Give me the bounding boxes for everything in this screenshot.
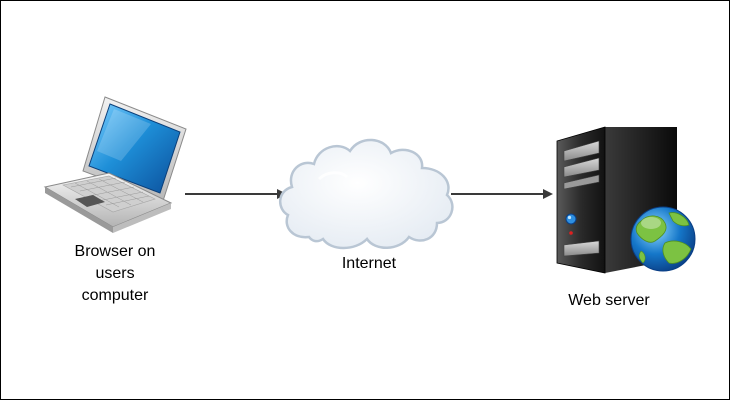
internet-label: Internet [341,255,397,272]
client-label-line-1: Browser on [74,243,156,260]
client-label: Browser on users computer [45,241,185,307]
server-label: Web server [568,292,650,309]
client-label-line-3: computer [81,287,149,304]
globe-icon [630,206,696,272]
client-label-line-2: users [95,265,135,282]
laptop-icon [43,96,187,233]
cloud-icon [279,138,454,250]
